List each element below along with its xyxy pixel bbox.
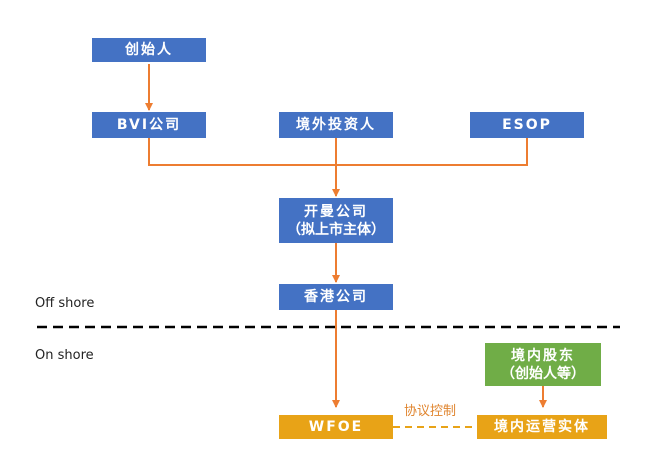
overseas-investors-node: 境外投资人 (279, 112, 393, 138)
cayman-company-label: 开曼公司 (304, 203, 368, 220)
bvi-company-label: BVI公司 (116, 117, 182, 133)
domestic-shareholder-label: 境内股东 (511, 347, 575, 364)
agreement-control-label: 协议控制 (404, 404, 457, 419)
operating-entity-node: 境内运营实体 (477, 415, 607, 439)
cayman-company-node: 开曼公司 （拟上市主体） (279, 198, 393, 243)
overseas-investors-label: 境外投资人 (296, 117, 376, 133)
esop-node: ESOP (470, 112, 584, 138)
onshore-label: On shore (35, 348, 94, 363)
domestic-shareholder-sublabel: （创始人等） (501, 365, 585, 382)
wfoe-node: WFOE (279, 415, 393, 439)
operating-entity-label: 境内运营实体 (494, 419, 590, 435)
hongkong-company-label: 香港公司 (304, 289, 368, 305)
cayman-company-sublabel: （拟上市主体） (287, 221, 385, 238)
offshore-label: Off shore (35, 296, 95, 311)
merge-line-shareholders (148, 138, 528, 166)
esop-label: ESOP (502, 117, 552, 133)
bvi-company-node: BVI公司 (92, 112, 206, 138)
founder-label: 创始人 (125, 42, 173, 58)
wfoe-label: WFOE (308, 419, 364, 435)
domestic-shareholder-node: 境内股东 （创始人等） (485, 343, 601, 386)
founder-node: 创始人 (92, 38, 206, 62)
hongkong-company-node: 香港公司 (279, 284, 393, 310)
